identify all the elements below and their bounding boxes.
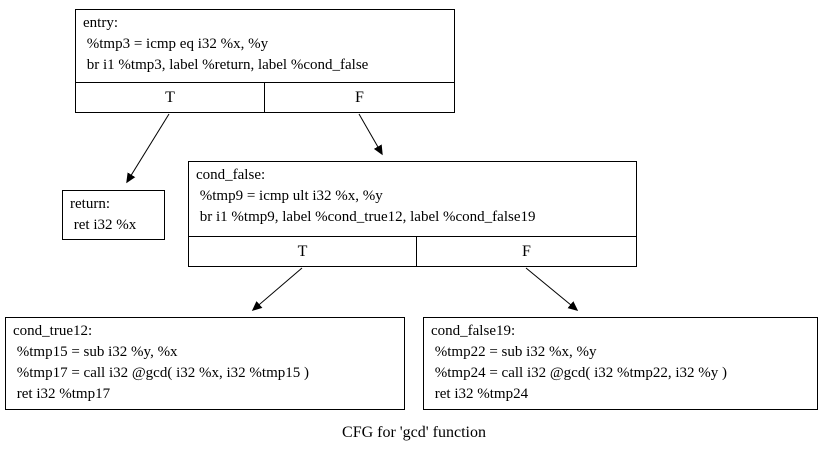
node-entry: entry: %tmp3 = icmp eq i32 %x, %y br i1 …: [75, 9, 455, 113]
instruction-line: %tmp3 = icmp eq i32 %x, %y: [83, 36, 269, 52]
instruction-line: %tmp17 = call i32 @gcd( i32 %x, i32 %tmp…: [13, 365, 309, 381]
node-cond_false: cond_false: %tmp9 = icmp ult i32 %x, %y …: [188, 161, 637, 267]
branch-false-port: F: [264, 83, 454, 112]
node-return-body: return: ret i32 %x: [63, 191, 164, 239]
node-entry-branch-row: T F: [76, 82, 454, 112]
edge-entry-false-to-cond_false: [358, 113, 383, 156]
branch-true-port: T: [165, 88, 175, 106]
instruction-line: %tmp24 = call i32 @gcd( i32 %tmp22, i32 …: [431, 365, 727, 381]
branch-true-port: T: [297, 242, 308, 260]
instruction-line: br i1 %tmp9, label %cond_true12, label %…: [196, 209, 536, 225]
node-cond_false-branch-row: T F: [189, 236, 636, 266]
node-cond_true12-body: cond_true12: %tmp15 = sub i32 %y, %x %tm…: [6, 318, 404, 409]
instruction-line: %tmp9 = icmp ult i32 %x, %y: [196, 188, 383, 204]
node-return: return: ret i32 %x: [62, 190, 165, 240]
branch-false-port: F: [416, 237, 636, 266]
instruction-line: %tmp22 = sub i32 %x, %y: [431, 344, 597, 360]
block-label: return:: [70, 196, 110, 212]
node-cond_true12: cond_true12: %tmp15 = sub i32 %y, %x %tm…: [5, 317, 405, 410]
block-label: cond_true12:: [13, 323, 93, 339]
instruction-line: ret i32 %tmp24: [431, 386, 529, 402]
edge-cond_false-true-to-cond_true12: [251, 267, 303, 311]
instruction-line: br i1 %tmp3, label %return, label %cond_…: [83, 57, 369, 73]
node-entry-body: entry: %tmp3 = icmp eq i32 %x, %y br i1 …: [76, 10, 454, 82]
instruction-line: ret i32 %x: [70, 217, 137, 233]
block-label: entry:: [83, 15, 118, 31]
edge-entry-true-to-return: [126, 113, 170, 184]
graph-caption: CFG for 'gcd' function: [342, 424, 486, 441]
block-label: cond_false19:: [431, 323, 516, 339]
instruction-line: %tmp15 = sub i32 %y, %x: [13, 344, 178, 360]
instruction-line: ret i32 %tmp17: [13, 386, 111, 402]
node-cond_false-body: cond_false: %tmp9 = icmp ult i32 %x, %y …: [189, 162, 636, 236]
node-cond_false19: cond_false19: %tmp22 = sub i32 %x, %y %t…: [423, 317, 818, 410]
node-cond_false19-body: cond_false19: %tmp22 = sub i32 %x, %y %t…: [424, 318, 817, 409]
block-label: cond_false:: [196, 167, 266, 183]
edge-cond_false-false-to-cond_false19: [525, 267, 579, 311]
